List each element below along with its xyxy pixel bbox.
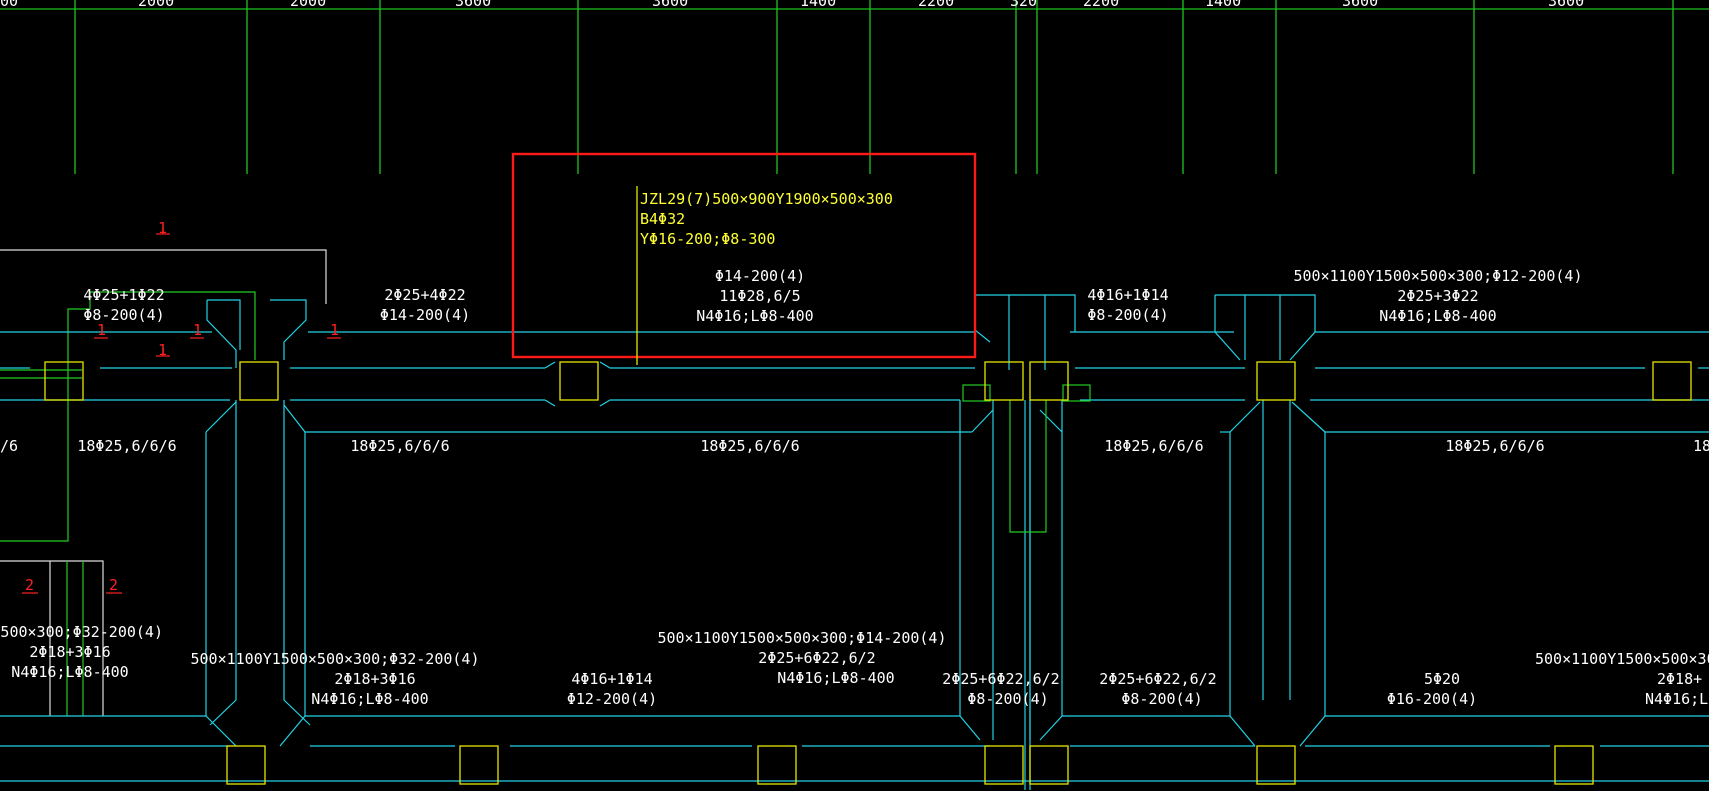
selection-box[interactable] — [511, 152, 977, 359]
dimension-label: 3600 — [1342, 0, 1378, 10]
beam-id-label[interactable]: JZL29(7)500×900Y1900×500×300 — [640, 190, 893, 208]
column-markers — [44, 361, 1692, 785]
annotation-line: 500×1100Y1500×500×300;Φ12-200(4) — [1294, 267, 1583, 285]
dimension-label: 1400 — [1205, 0, 1241, 10]
dimension-label: 2000 — [138, 0, 174, 10]
annotation-line: N4Φ16;LΦ8-400 — [1379, 307, 1496, 325]
rebar-annotations: 4Φ25+1Φ22 Φ8-200(4) 2Φ25+4Φ22 Φ14-200(4)… — [0, 267, 1709, 708]
annotation-line: 00×500×300;Φ32-200(4) — [0, 623, 163, 641]
annotation-line: 500×1100Y1500×500×300;Φ32-200(4) — [191, 650, 480, 668]
annotation-line: N4Φ16;LΦ8-400 — [311, 690, 428, 708]
section-mark-label: 1 — [330, 321, 339, 339]
annotation-line: Φ12-200(4) — [567, 690, 657, 708]
annotation-line: Φ16-200(4) — [1387, 690, 1477, 708]
annotation-line: 4Φ25+1Φ22 — [83, 286, 164, 304]
annotation-line: 2Φ25+6Φ22,6/2 — [942, 670, 1059, 688]
annotation-line: 2Φ25+4Φ22 — [384, 286, 465, 304]
annotation-line: 11Φ28,6/5 — [719, 287, 800, 305]
annotation-line: 18Φ25,6/6/6 — [77, 437, 176, 455]
annotation-line: 2Φ18+3Φ16 — [334, 670, 415, 688]
annotation-line: 18Φ25,6/6/6 — [350, 437, 449, 455]
section-mark-label: 1 — [158, 219, 167, 237]
annotation-line: 2Φ25+6Φ22,6/2 — [758, 649, 875, 667]
section-mark-labels: 1 1 1 1 1 2 2 — [25, 219, 339, 594]
annotation-line: 18Φ25,6/6/6 — [1445, 437, 1544, 455]
annotation-line: Φ14-200(4) — [715, 267, 805, 285]
section-mark-label: 1 — [193, 321, 202, 339]
annotation-line: 2Φ18+ — [1657, 670, 1702, 688]
annotation-line: N4Φ16;LΦ8-400 — [777, 669, 894, 687]
dimension-label: 2200 — [1083, 0, 1119, 10]
annotation-line: Φ8-200(4) — [1087, 306, 1168, 324]
beam-stirrup-label[interactable]: YΦ16-200;Φ8-300 — [640, 230, 775, 248]
section-mark-label: 2 — [109, 576, 118, 594]
annotation-line: Φ8-200(4) — [83, 306, 164, 324]
annotation-line: N4Φ16;LΦ8-400 — [696, 307, 813, 325]
annotation-line: 2Φ18+3Φ16 — [29, 643, 110, 661]
dimension-label: 1400 — [800, 0, 836, 10]
section-mark-label: 1 — [97, 321, 106, 339]
annotation-line: N4Φ16;LΦ8-400 — [11, 663, 128, 681]
left-boundary — [0, 249, 327, 716]
annotation-line: 5Φ20 — [1424, 670, 1460, 688]
axis-grid-lines — [0, 0, 1709, 174]
axis-dimensions: 00 2000 2000 3600 3600 1400 2200 320 220… — [0, 0, 1584, 10]
annotation-line: Φ8-200(4) — [1121, 690, 1202, 708]
annotation-line: 500×1100Y1500×500×300;Φ14-200(4) — [658, 629, 947, 647]
section-mark-label: 1 — [158, 341, 167, 359]
dimension-label: 3600 — [652, 0, 688, 10]
beam-rebar-label[interactable]: B4Φ32 — [640, 210, 685, 228]
annotation-line: 18Φ25,6/6/6 — [1104, 437, 1203, 455]
dimension-label: 3600 — [455, 0, 491, 10]
annotation-line: 2Φ25+6Φ22,6/2 — [1099, 670, 1216, 688]
dimension-label: 3600 — [1548, 0, 1584, 10]
annotation-line: 18 — [1693, 437, 1709, 455]
annotation-line: 500×1100Y1500×500×300 — [1535, 650, 1709, 668]
dimension-label: 320 — [1010, 0, 1037, 10]
beam-outlines — [0, 294, 1709, 790]
annotation-line: 2Φ25+3Φ22 — [1397, 287, 1478, 305]
section-mark-label: 2 — [25, 576, 34, 594]
annotation-line: Φ14-200(4) — [380, 306, 470, 324]
annotation-line: 4Φ16+1Φ14 — [1087, 286, 1168, 304]
annotation-line: Φ8-200(4) — [967, 690, 1048, 708]
annotation-line: 18Φ25,6/6/6 — [700, 437, 799, 455]
annotation-line: /6 — [0, 437, 18, 455]
column-detail — [962, 384, 1091, 533]
dimension-label: 2200 — [918, 0, 954, 10]
dimension-label: 2000 — [290, 0, 326, 10]
highlight-selection[interactable]: JZL29(7)500×900Y1900×500×300 B4Φ32 YΦ16-… — [511, 152, 977, 365]
dimension-label: 00 — [0, 0, 18, 10]
annotation-line: 4Φ16+1Φ14 — [571, 670, 652, 688]
section-marks — [22, 226, 341, 594]
annotation-line: N4Φ16;LΦ — [1645, 690, 1709, 708]
